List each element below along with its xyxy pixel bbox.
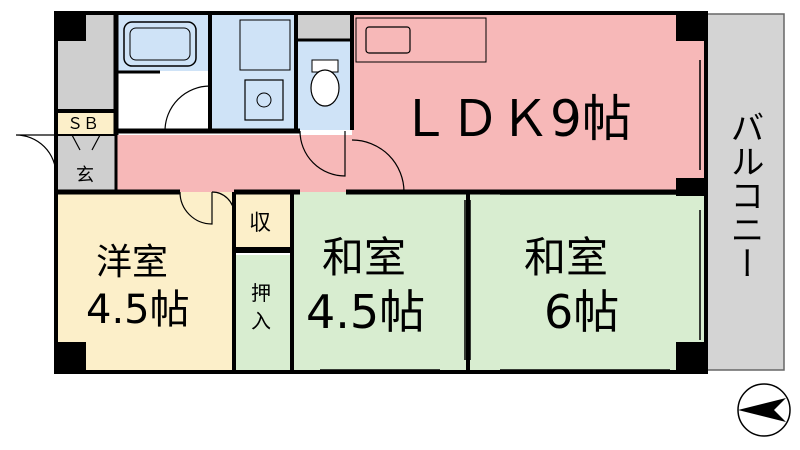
bathtub: [123, 21, 197, 67]
svg-text:和室: 和室: [524, 233, 608, 282]
washitsu-large-label: 和室 6帖: [524, 233, 619, 339]
compass-north-icon: [737, 383, 791, 437]
balcony-label: バルコニー: [724, 110, 764, 280]
oshiire: [234, 255, 292, 370]
kitchen-counter: [355, 17, 487, 63]
ldk-label: ＬＤＫ9帖: [400, 90, 632, 148]
washitsu-small-room: [292, 192, 468, 370]
svg-text:洋室: 洋室: [96, 242, 168, 283]
svg-text:6帖: 6帖: [544, 285, 619, 339]
entrance: [58, 135, 116, 192]
pillars: [56, 13, 706, 372]
western-label: 洋室 4.5帖: [86, 242, 190, 333]
svg-text:4.5帖: 4.5帖: [86, 287, 190, 333]
svg-text:入: 入: [251, 309, 271, 333]
sliding-doors: [320, 60, 701, 371]
balcony: [703, 13, 785, 371]
washitsu-small-label: 和室 4.5帖: [306, 233, 425, 339]
svg-text:押: 押: [251, 281, 271, 305]
western-room: [58, 192, 234, 370]
kitchen-sink: [365, 26, 411, 54]
oshiire-label: 押 入: [251, 281, 271, 333]
washitsu-large-room: [468, 192, 704, 370]
ldk-room: [352, 15, 704, 192]
sink: [244, 79, 284, 121]
shoe-box: [58, 111, 116, 135]
door-swings: [15, 85, 405, 225]
entrance-label: 玄: [76, 165, 94, 186]
svg-text:和室: 和室: [322, 233, 406, 282]
storage: [234, 192, 292, 247]
storage-label: 収: [249, 211, 271, 236]
shoe-box-label: ＳＢ: [67, 114, 99, 133]
toilet-shelf: [296, 15, 352, 40]
hallway: [115, 135, 355, 192]
washing-machine-space: [239, 19, 291, 71]
svg-text:4.5帖: 4.5帖: [306, 285, 425, 339]
